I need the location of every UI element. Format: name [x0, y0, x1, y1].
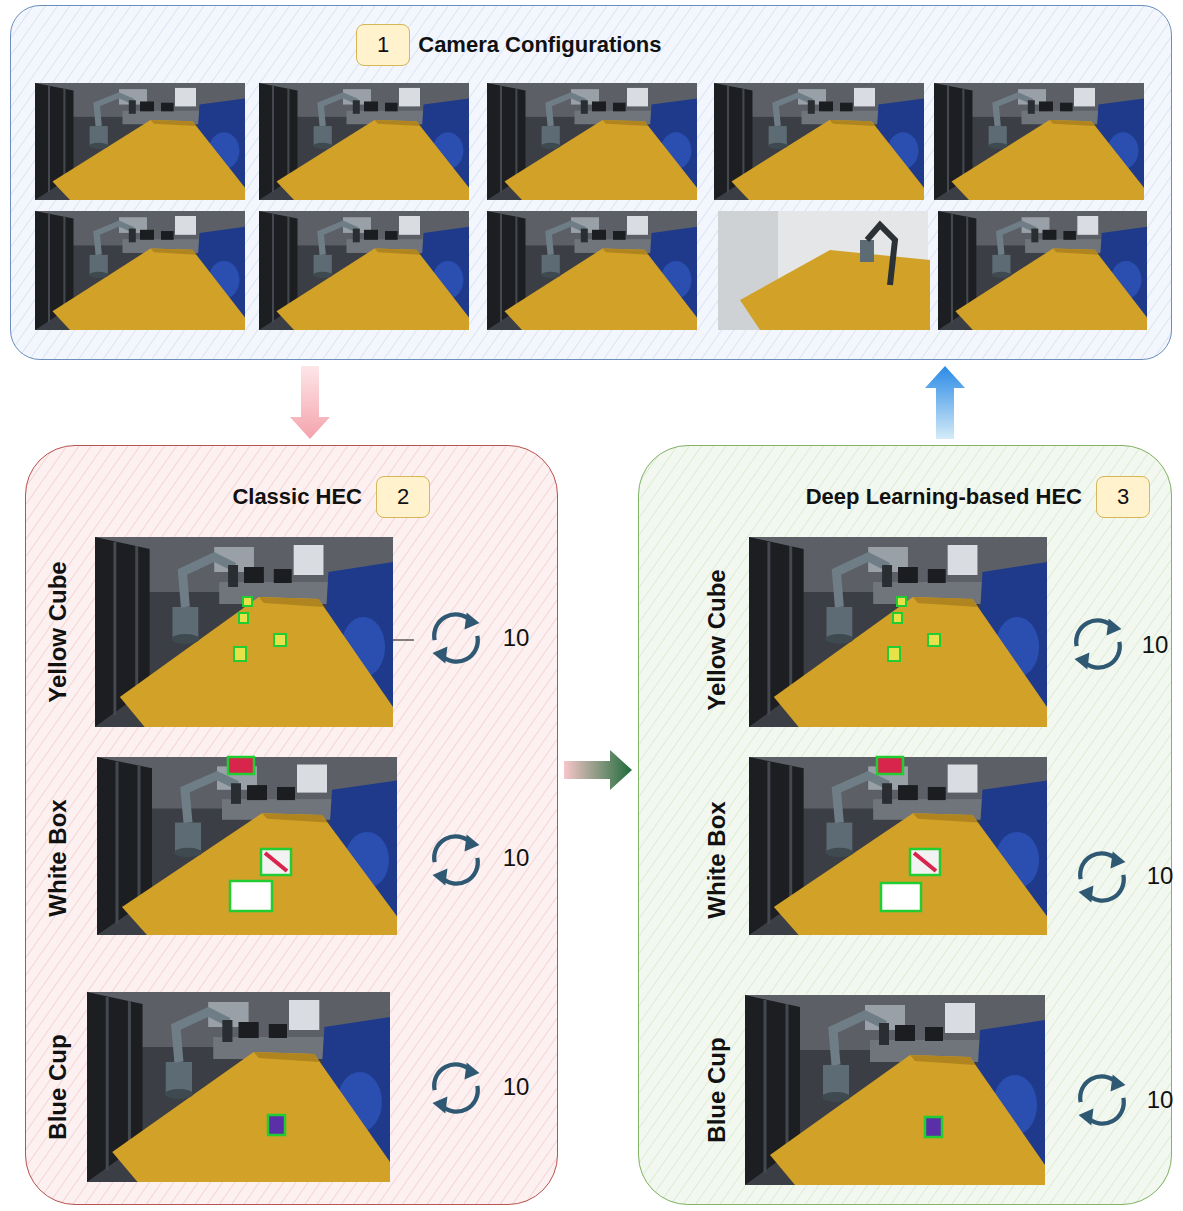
- stage-panel: Classic HEC 2: [25, 445, 558, 1205]
- callout-text: 1: [377, 32, 389, 58]
- row-label: White Box: [44, 799, 72, 916]
- callout-number: 1: [356, 24, 410, 66]
- row-label: White Box: [703, 801, 731, 918]
- row-label: Yellow Cube: [44, 561, 72, 702]
- callout-text: 3: [1117, 484, 1129, 510]
- row-label: Blue Cup: [703, 1037, 731, 1142]
- stage-panel: Camera Configurations 1: [10, 5, 1172, 360]
- flow-arrow: [564, 750, 632, 790]
- callout-text: 2: [397, 484, 409, 510]
- panel-title: Camera Configurations: [418, 32, 661, 58]
- repeat-count: 10: [1147, 1086, 1174, 1114]
- callout-number: 3: [1096, 476, 1150, 518]
- flow-arrow: [290, 366, 330, 439]
- flow-arrow: [925, 366, 965, 439]
- repeat-count: 10: [1147, 862, 1174, 890]
- repeat-count: 10: [503, 1073, 530, 1101]
- repeat-count: 10: [503, 844, 530, 872]
- repeat-count: 10: [1142, 631, 1169, 659]
- repeat-count: 10: [503, 624, 530, 652]
- row-label: Yellow Cube: [703, 569, 731, 710]
- callout-number: 2: [376, 476, 430, 518]
- panel-title: Deep Learning-based HEC: [806, 484, 1082, 510]
- row-label: Blue Cup: [44, 1034, 72, 1139]
- panel-title: Classic HEC: [232, 484, 362, 510]
